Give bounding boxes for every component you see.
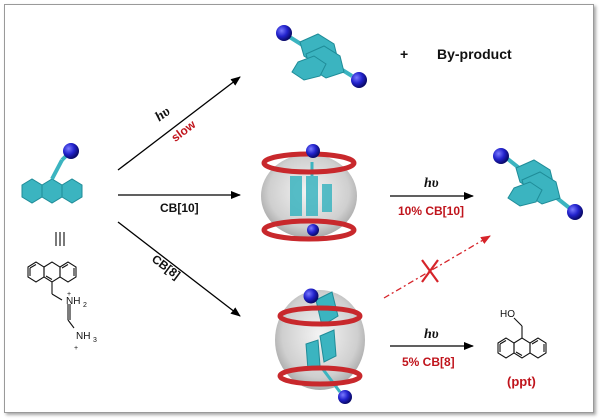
starting-molecule-model [21, 143, 83, 204]
anthracene-structure [27, 261, 77, 329]
plus-sign: + [400, 46, 409, 62]
svg-text:+: + [74, 345, 78, 352]
cb8-host-guest-complex [275, 288, 365, 404]
svg-text:+: + [67, 291, 71, 298]
hv-label-cb8: hυ [424, 327, 439, 342]
arrow-direct-photolysis [117, 76, 241, 171]
cb8-catalyst-label: 5% CB[8] [402, 355, 455, 369]
ppt-label: (ppt) [507, 374, 536, 389]
svg-text:3: 3 [93, 337, 97, 344]
svg-text:2: 2 [83, 302, 87, 309]
dimer-product-right [493, 148, 583, 220]
dimer-product-top [276, 25, 367, 88]
cb10-catalyst-label: 10% CB[10] [398, 204, 465, 218]
blocked-cross-icon [421, 259, 439, 283]
amine-labels: NH 2 + NH 3 + [66, 291, 97, 352]
nh2-label: NH [66, 296, 80, 307]
cb10-host-guest-complex [261, 144, 357, 242]
equivalence-symbol [55, 232, 65, 246]
anthracenemethanol-structure [497, 317, 547, 359]
nh3-label: NH [76, 331, 90, 342]
arrow-cb8-path [117, 221, 241, 317]
hv-label-cb10: hυ [424, 176, 439, 191]
blocked-dimerization-arrow [383, 235, 491, 299]
byproduct-label: By-product [437, 46, 512, 62]
cb10-path-label: CB[10] [160, 201, 199, 215]
hydroxyl-label: HO [500, 309, 515, 320]
